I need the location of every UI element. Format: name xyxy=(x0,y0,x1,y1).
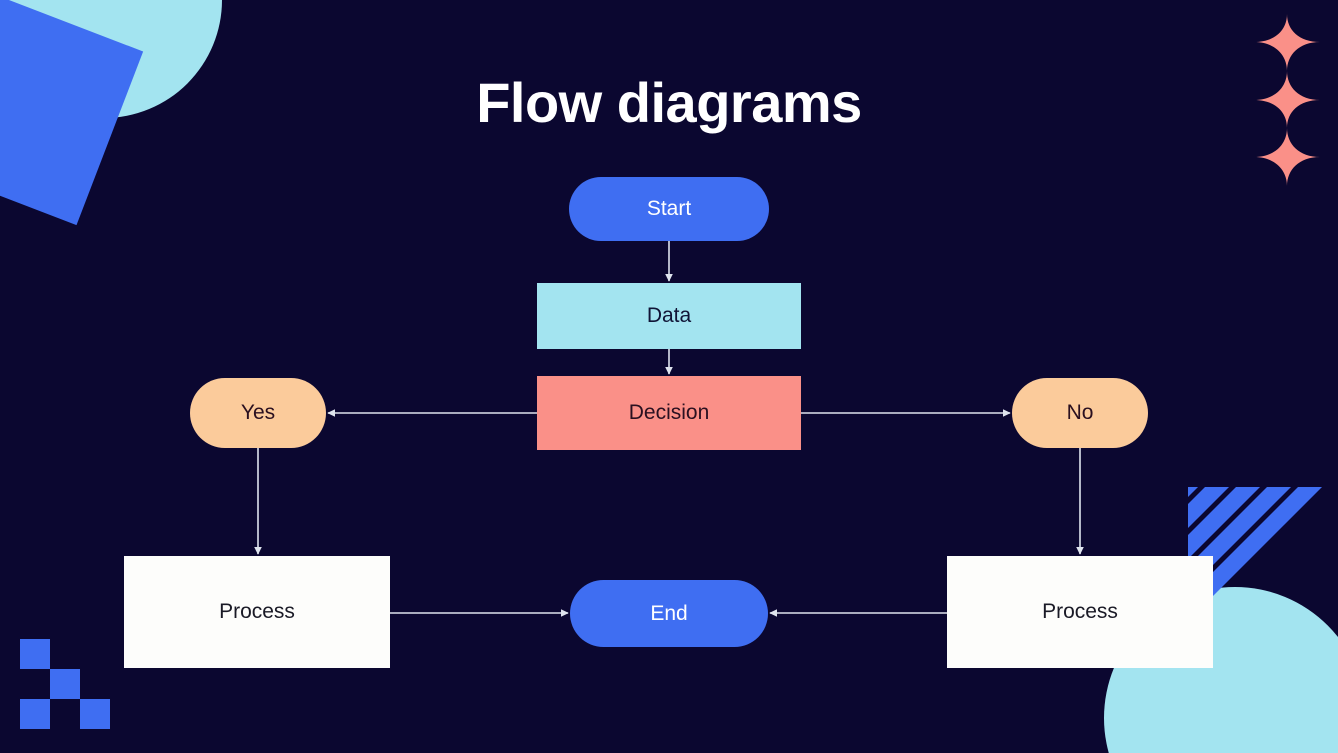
flow-node-decision[interactable]: Decision xyxy=(537,376,801,450)
flow-node-start[interactable]: Start xyxy=(569,177,769,241)
flow-node-process-left[interactable]: Process xyxy=(124,556,390,668)
flow-node-end[interactable]: End xyxy=(570,580,768,647)
flow-node-yes[interactable]: Yes xyxy=(190,378,326,448)
page-title: Flow diagrams xyxy=(476,71,862,134)
flow-node-process-right[interactable]: Process xyxy=(947,556,1213,668)
flow-node-no[interactable]: No xyxy=(1012,378,1148,448)
flow-node-data[interactable]: Data xyxy=(537,283,801,349)
